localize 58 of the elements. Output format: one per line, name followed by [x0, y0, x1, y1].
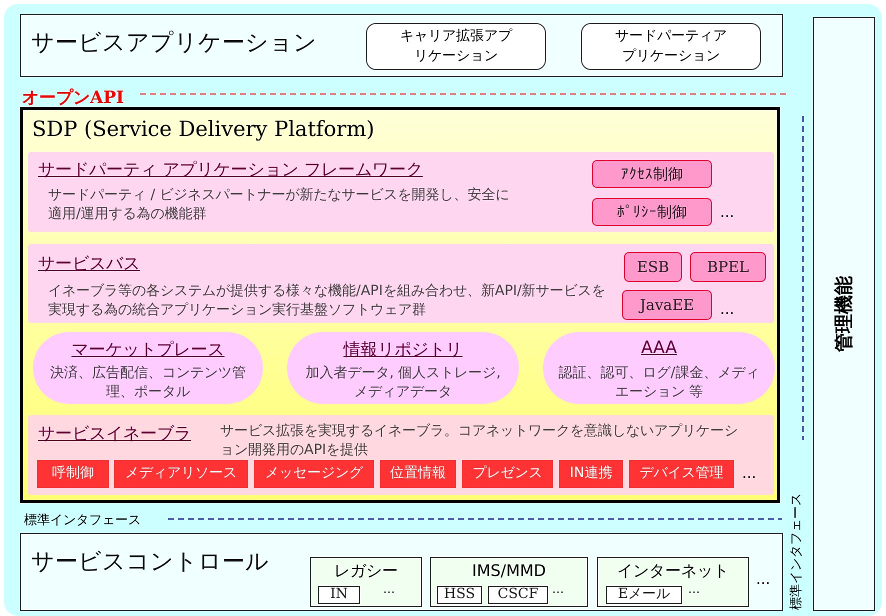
- description-text: 認証、認可、ログ/課金、メディエーション 等: [558, 364, 760, 402]
- layer-box: [20, 14, 783, 77]
- layer-title: サービスイネーブラ: [38, 423, 191, 445]
- component-tag: BPEL: [690, 252, 766, 282]
- network-title: IMS/MMD: [471, 561, 547, 580]
- layer-title: サービスコントロール: [31, 548, 269, 577]
- function-title: マーケットプレース: [70, 339, 226, 361]
- interface-label: 標準インタフェース: [24, 512, 141, 529]
- layer-panel: [28, 415, 774, 495]
- ellipsis: ...: [720, 300, 734, 318]
- network-box: [310, 557, 422, 607]
- description-text: サービス拡張を実現するイネーブラ。コアネットワークを意識しないアプリケーション開発用のAPIを提供: [220, 422, 739, 460]
- layer-title: サービスアプリケーション: [31, 29, 317, 58]
- ellipsis: ...: [742, 464, 756, 482]
- component-tag: ﾎﾟﾘｼｰ制御: [592, 198, 712, 226]
- ellipsis: ...: [756, 570, 770, 588]
- description-text: イネーブラ等の各システムが提供する様々な機能/APIを組み合わせ、新API/新サービスを実現する為の統合アプリケーション実行基盤ソフトウェア群: [48, 282, 607, 320]
- ellipsis: …: [552, 582, 564, 596]
- ellipsis: ...: [720, 203, 734, 221]
- layer-box: [20, 533, 783, 611]
- platform-box: [20, 107, 780, 503]
- application-box: キャリア拡張アプリケーション: [366, 23, 546, 70]
- open-api-label: オープンAPI: [22, 87, 124, 109]
- component-tag: IN: [318, 586, 360, 604]
- management-title: 管理機能: [832, 276, 856, 352]
- ellipsis: …: [688, 582, 700, 596]
- ellipsis: …: [383, 582, 395, 596]
- layer-panel: [28, 244, 774, 323]
- network-box: [430, 557, 588, 607]
- management-column: [813, 17, 875, 611]
- application-box: サードパーティアプリケーション: [581, 23, 761, 70]
- network-title: インターネット: [616, 561, 730, 582]
- enabler-tag: デバイス管理: [629, 460, 734, 488]
- network-box: [597, 557, 749, 607]
- component-tag: Eメール: [606, 586, 682, 604]
- platform-title: SDP (Service Delivery Platform): [32, 117, 374, 141]
- component-tag: CSCF: [488, 586, 548, 604]
- function-pill: [543, 332, 775, 404]
- interface-label: 標準インタフェース: [788, 493, 805, 610]
- description-text: 加入者データ, 個人ストレージ, メディアデータ: [304, 364, 502, 402]
- layer-panel: [28, 152, 774, 232]
- component-tag: ｱｸｾｽ制御: [592, 160, 712, 188]
- function-title: AAA: [640, 338, 678, 358]
- enabler-tag: IN連携: [559, 460, 623, 488]
- description-text: サードパーティ / ビジネスパートナーが新たなサービスを開発し、安全に適用/運用する為の機能群: [48, 186, 511, 224]
- enabler-tag: メディアリソース: [114, 460, 248, 488]
- enabler-tag: メッセージング: [254, 460, 374, 488]
- enabler-tag: 位置情報: [380, 460, 456, 488]
- component-tag: ESB: [624, 252, 682, 282]
- layer-title: サードパーティ アプリケーション フレームワーク: [38, 159, 423, 181]
- component-tag: HSS: [437, 586, 482, 604]
- function-title: 情報リポジトリ: [342, 339, 464, 361]
- network-title: レガシー: [333, 561, 399, 582]
- enabler-tag: プレゼンス: [462, 460, 553, 488]
- description-text: 決済、広告配信、コンテンツ管理、ポータル: [49, 364, 247, 402]
- layer-title: サービスバス: [38, 253, 140, 275]
- enabler-tag: 呼制御: [37, 460, 109, 488]
- component-tag: JavaEE: [622, 290, 712, 320]
